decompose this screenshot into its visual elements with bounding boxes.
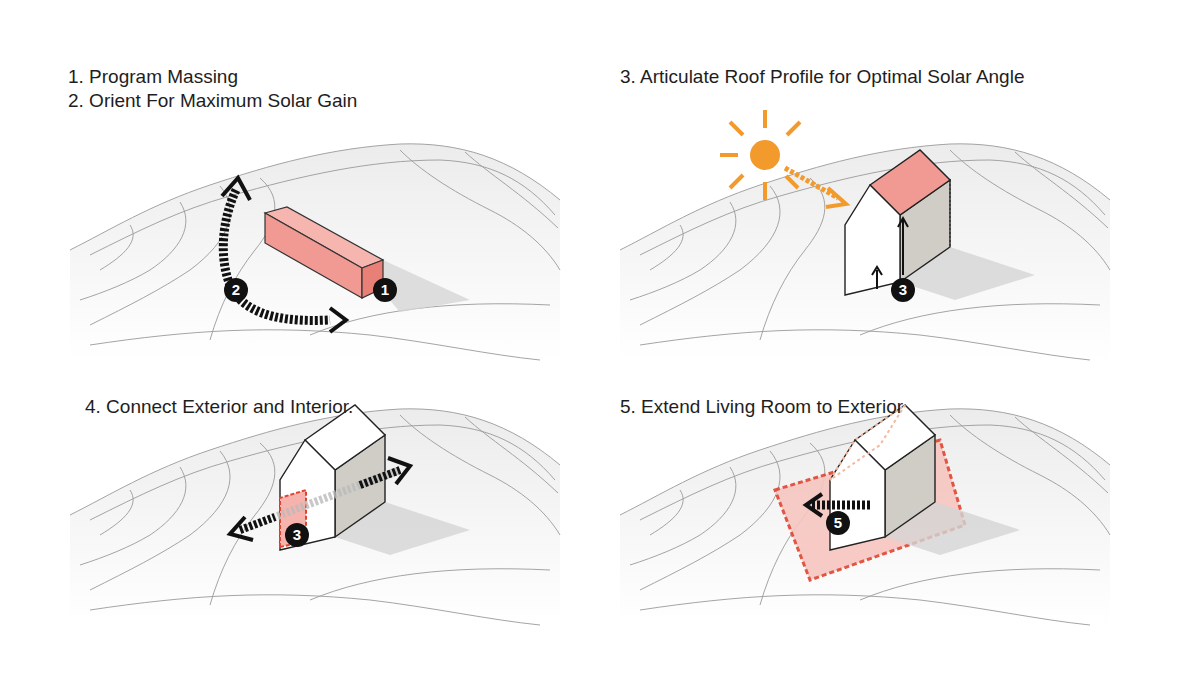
step-title: 1. Program Massing: [68, 66, 238, 88]
step-title: 3. Articulate Roof Profile for Optimal S…: [620, 66, 1024, 88]
callout-number: 3: [899, 282, 907, 298]
callout-number: 2: [232, 282, 240, 298]
step-title: 2. Orient For Maximum Solar Gain: [68, 90, 357, 112]
callout-number: 5: [834, 515, 842, 531]
step-title: 4. Connect Exterior and Interior.: [85, 396, 353, 418]
callout-number: 1: [381, 282, 389, 298]
callout-number: 3: [293, 527, 301, 543]
step-title: 5. Extend Living Room to Exterior: [620, 396, 903, 418]
